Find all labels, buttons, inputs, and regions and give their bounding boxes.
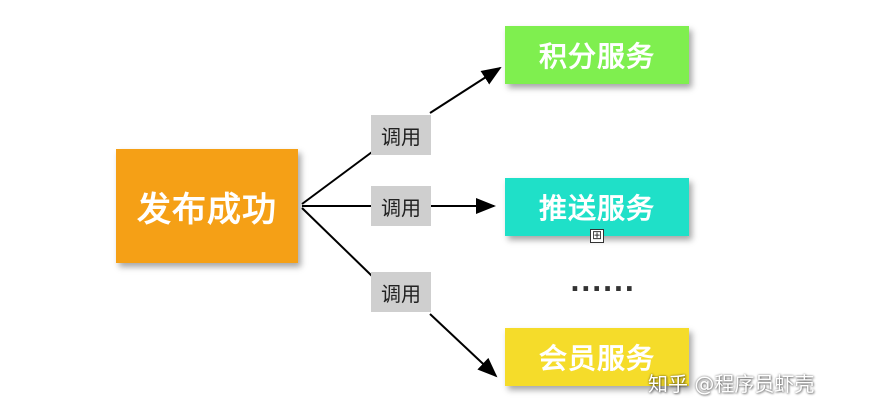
plus-box-icon: ⊞ — [590, 228, 604, 243]
connector-to-member-service — [301, 207, 373, 277]
member-service-node: 会员服务 — [505, 328, 689, 386]
source-node: 发布成功 — [116, 149, 298, 263]
more-services-ellipsis: ...... — [570, 268, 636, 298]
push-service-node: 推送服务 — [505, 178, 689, 236]
edge-label-call: 调用 — [371, 115, 431, 155]
watermark: 知乎 @程序员虾壳 — [648, 372, 815, 396]
arrow-to-points-service — [429, 66, 502, 114]
edge-label-call: 调用 — [371, 186, 431, 226]
arrow-to-member-service — [429, 313, 498, 378]
points-service-node: 积分服务 — [505, 26, 689, 84]
connector-to-points-service — [301, 151, 373, 205]
edge-label-call: 调用 — [371, 272, 431, 312]
